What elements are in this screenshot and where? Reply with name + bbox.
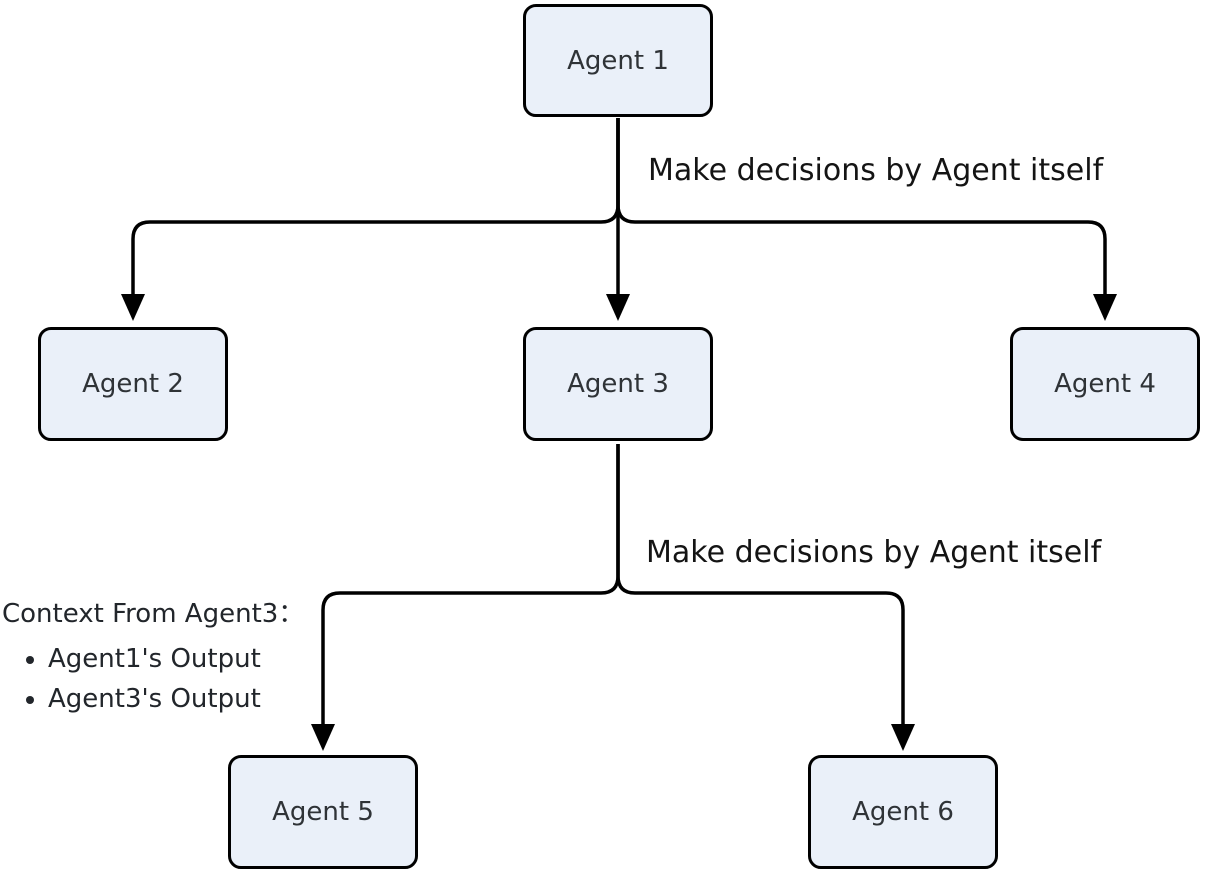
node-agent-5-label: Agent 5 xyxy=(272,797,374,827)
context-annotation-item: Agent3's Output xyxy=(48,679,304,719)
arrowhead-agent4 xyxy=(1093,294,1117,321)
arrowhead-agent3 xyxy=(606,294,630,321)
context-annotation-title: Context From Agent3： xyxy=(2,599,305,629)
context-annotation: Context From Agent3： Agent1's Output Age… xyxy=(2,598,304,719)
edge-agent1-agent2 xyxy=(131,118,620,297)
node-agent-6: Agent 6 xyxy=(808,755,998,869)
edge-label-bottom: Make decisions by Agent itself xyxy=(646,535,1102,570)
edge-agent1-agent4 xyxy=(616,118,1107,297)
arrowhead-agent5 xyxy=(311,724,335,751)
context-annotation-item: Agent1's Output xyxy=(48,639,304,679)
node-agent-1-label: Agent 1 xyxy=(567,45,669,76)
node-agent-5: Agent 5 xyxy=(228,755,418,869)
node-agent-2-label: Agent 2 xyxy=(82,369,184,399)
node-agent-6-label: Agent 6 xyxy=(852,797,954,827)
arrowhead-agent2 xyxy=(121,294,145,321)
node-agent-4: Agent 4 xyxy=(1010,327,1200,441)
context-annotation-list: Agent1's Output Agent3's Output xyxy=(2,639,304,719)
node-agent-1: Agent 1 xyxy=(523,4,713,117)
arrowhead-agent6 xyxy=(891,724,915,751)
edge-label-top: Make decisions by Agent itself xyxy=(648,153,1104,188)
node-agent-3-label: Agent 3 xyxy=(567,369,669,399)
edge-agent3-agent6 xyxy=(616,444,905,727)
edge-agent3-agent5 xyxy=(321,444,620,727)
node-agent-3: Agent 3 xyxy=(523,327,713,441)
node-agent-2: Agent 2 xyxy=(38,327,228,441)
node-agent-4-label: Agent 4 xyxy=(1054,369,1156,399)
